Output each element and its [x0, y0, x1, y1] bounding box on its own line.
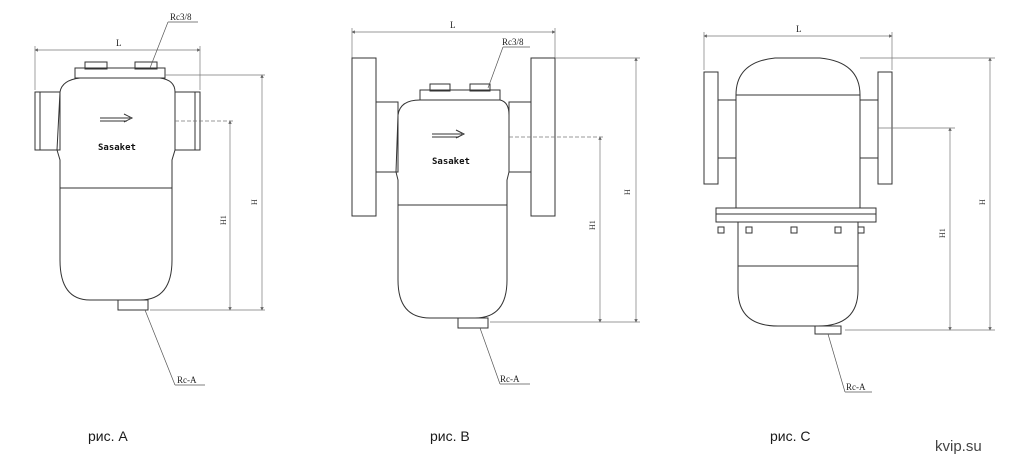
caption-figure-c: рис. C [770, 428, 811, 444]
logo-a: Sasaket [98, 143, 136, 153]
dim-length-c [703, 32, 893, 70]
label-height1-c: H1 [938, 228, 947, 238]
dim-length-b [351, 28, 556, 58]
label-top-port-b: Rc3/8 [502, 37, 524, 47]
bolts-c [717, 226, 865, 234]
body-flange-c [715, 207, 877, 223]
flange-left-c [703, 71, 719, 185]
drain-c [814, 325, 842, 335]
label-height1-b: H1 [588, 220, 597, 230]
label-height-c: H [978, 199, 987, 205]
label-length-a: L [116, 38, 122, 48]
body-b [395, 99, 510, 319]
caption-figure-b: рис. B [430, 428, 470, 444]
dim-height-a [150, 74, 265, 311]
label-length-b: L [450, 20, 456, 30]
label-height1-a: H1 [219, 215, 228, 225]
label-height-b: H [623, 189, 632, 195]
lower-vessel-c [737, 221, 859, 327]
drain-a [117, 299, 149, 311]
figure-c: L H H1 [703, 24, 995, 393]
label-drain-b: Rc-A [500, 374, 520, 384]
dim-length-a [34, 46, 201, 90]
label-top-port-a: Rc3/8 [170, 12, 192, 22]
figure-b: L Sasaket H H1 Rc3/8 R [351, 20, 640, 385]
label-height-a: H [250, 199, 259, 205]
drain-b [457, 317, 489, 329]
upper-vessel-c [735, 57, 861, 209]
figure-a: L Sasaket H H1 [34, 12, 265, 386]
watermark-text: kvip.su [935, 438, 982, 455]
caption-figure-a: рис. A [88, 428, 128, 444]
inlet-port-a [34, 91, 61, 151]
logo-b: Sasaket [432, 157, 470, 167]
body-a [56, 77, 176, 301]
label-drain-a: Rc-A [177, 375, 197, 385]
dim-height-c [845, 57, 995, 331]
label-length-c: L [796, 24, 802, 34]
label-drain-c: Rc-A [846, 382, 866, 392]
flange-left-b [351, 57, 377, 217]
dim-height-b [490, 57, 640, 323]
